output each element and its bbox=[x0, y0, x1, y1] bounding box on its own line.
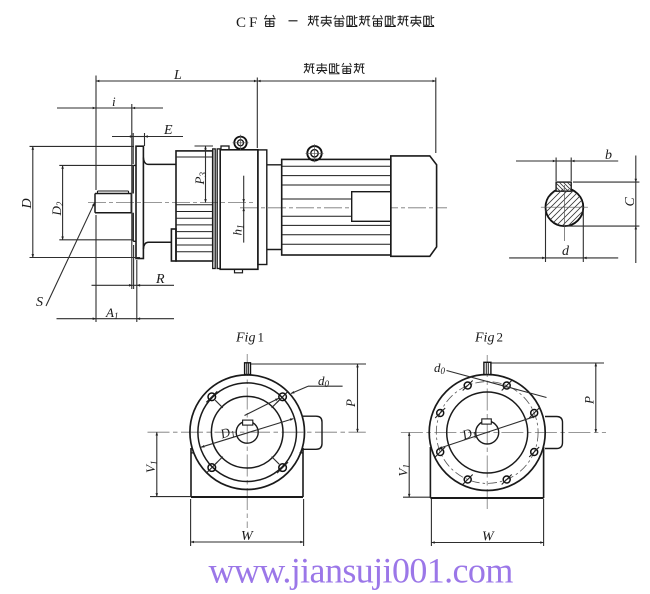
svg-text:Fig: Fig bbox=[474, 331, 494, 346]
svg-text:P: P bbox=[582, 396, 597, 405]
svg-text:P: P bbox=[343, 399, 358, 408]
svg-text:W: W bbox=[241, 529, 254, 544]
svg-text:d0: d0 bbox=[434, 360, 446, 376]
svg-text:d: d bbox=[562, 244, 570, 259]
svg-text:CF: CF bbox=[236, 15, 260, 31]
svg-text:E: E bbox=[163, 123, 173, 138]
svg-text:C: C bbox=[623, 197, 638, 207]
svg-text:2: 2 bbox=[497, 330, 504, 345]
svg-text:S: S bbox=[36, 295, 43, 310]
svg-text:www.jiansuji001.com: www.jiansuji001.com bbox=[209, 551, 514, 591]
svg-text:1: 1 bbox=[258, 330, 265, 345]
svg-text:h1: h1 bbox=[230, 225, 246, 236]
svg-text:R: R bbox=[155, 272, 165, 287]
svg-text:Fig: Fig bbox=[235, 331, 255, 346]
svg-text:D: D bbox=[20, 198, 35, 209]
svg-text:i: i bbox=[112, 94, 116, 109]
svg-text:L: L bbox=[173, 68, 182, 83]
svg-text:d0: d0 bbox=[318, 373, 330, 389]
svg-text:b: b bbox=[605, 148, 612, 163]
svg-text:W: W bbox=[482, 530, 495, 545]
